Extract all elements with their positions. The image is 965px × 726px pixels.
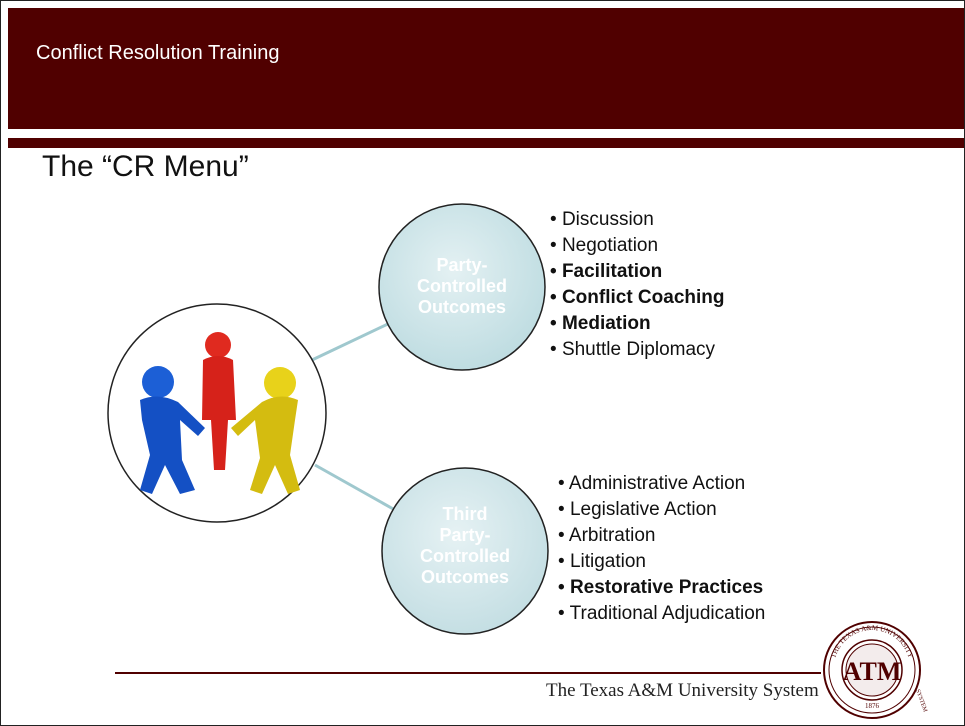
bubble-third-line: Third xyxy=(442,504,488,524)
bubble-third-label: Third Party- Controlled Outcomes xyxy=(395,504,535,588)
footer-org: The Texas A&M University System xyxy=(546,680,819,701)
footer-rule xyxy=(115,672,821,674)
list-item: Mediation xyxy=(550,311,725,337)
list-item: Litigation xyxy=(558,549,765,575)
bubble-party-label: Party- Controlled Outcomes xyxy=(392,255,532,318)
seal-mark: ATM xyxy=(843,657,902,686)
list-item: Administrative Action xyxy=(558,471,765,497)
list-item: Facilitation xyxy=(550,259,725,285)
page-title: The “CR Menu” xyxy=(42,150,249,183)
list-item: Conflict Coaching xyxy=(550,285,725,311)
header-band xyxy=(8,138,964,148)
bubble-party xyxy=(378,203,546,371)
list-item: Negotiation xyxy=(550,233,725,259)
bubble-third-line: Outcomes xyxy=(420,567,510,587)
bubble-third-line: Controlled xyxy=(420,546,510,566)
list-item: Arbitration xyxy=(558,523,765,549)
bubble-third xyxy=(381,467,549,635)
seal-year: 1876 xyxy=(865,702,880,710)
list-item: Restorative Practices xyxy=(558,575,765,601)
people-circle xyxy=(107,303,327,523)
bubble-third-line: Party- xyxy=(439,525,491,545)
list-item: Shuttle Diplomacy xyxy=(550,337,725,363)
bubble-party-line: Party- xyxy=(436,255,488,275)
bubble-party-line: Controlled xyxy=(417,276,507,296)
university-seal: ATM 1876 THE TEXAS A&M UNIVERSITY SYSTEM xyxy=(823,621,928,719)
party-list: Discussion Negotiation Facilitation Conf… xyxy=(550,207,725,363)
people-icon xyxy=(140,332,300,494)
list-item: Discussion xyxy=(550,207,725,233)
third-list: Administrative Action Legislative Action… xyxy=(558,471,765,627)
header-bar: Conflict Resolution Training xyxy=(8,8,964,129)
seal-right-text: SYSTEM xyxy=(914,689,928,714)
connector-bottom xyxy=(314,463,396,512)
list-item: Traditional Adjudication xyxy=(558,601,766,627)
list-item: Legislative Action xyxy=(558,497,765,523)
connector-top xyxy=(311,320,393,362)
bubble-party-line: Outcomes xyxy=(417,297,507,317)
header-title: Conflict Resolution Training xyxy=(36,42,280,64)
